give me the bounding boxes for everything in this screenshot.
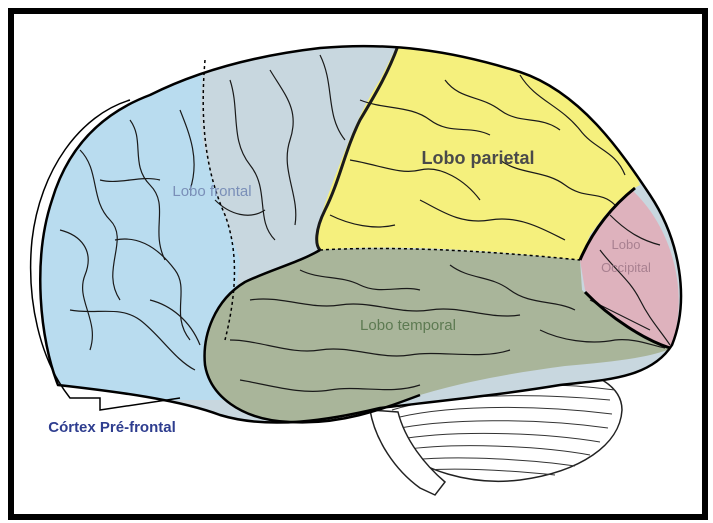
label-parietal-lobe: Lobo parietal (421, 148, 534, 168)
label-prefrontal-cortex: Córtex Pré-frontal (48, 419, 176, 436)
frontal-lobe (0, 0, 240, 400)
label-occipital-lobe-line1: Lobo (612, 237, 641, 252)
label-occipital-lobe-line2: Occipital (601, 260, 651, 275)
label-temporal-lobe: Lobo temporal (360, 317, 456, 334)
label-frontal-lobe: Lobo frontal (172, 183, 251, 200)
